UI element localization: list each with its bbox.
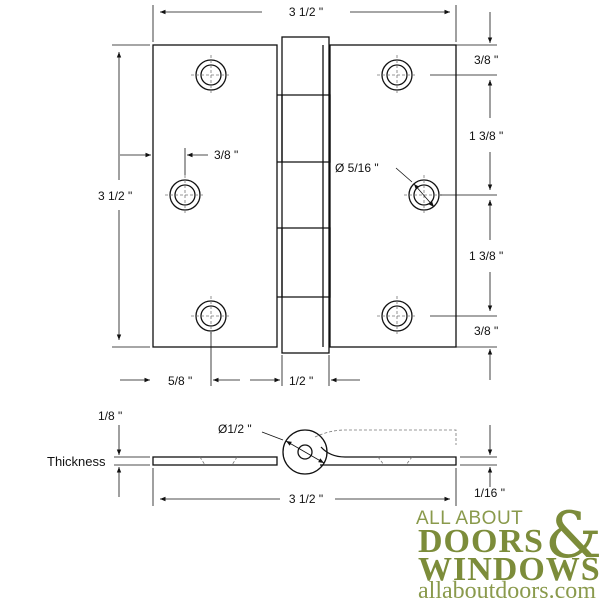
right-vertical-dimensions: 3/8 " 1 3/8 " 1 3/8 " 3/8 " <box>430 12 503 380</box>
side-left-leaf <box>152 456 278 466</box>
logo-line2: DOORS <box>418 523 544 560</box>
side-width-dimension: 3 1/2 " <box>152 468 457 506</box>
center-marks <box>165 55 444 336</box>
knuckle-diameter-dimension: Ø1/2 " <box>218 422 325 464</box>
hole-spacing-lower-label: 1 3/8 " <box>469 249 503 263</box>
brand-logo: ALL ABOUT & DOORS WINDOWS allaboutdoors.… <box>416 499 600 600</box>
hole-diameter-label: Ø 5/16 " <box>335 161 379 175</box>
logo-url: allaboutdoors.com <box>418 578 596 600</box>
top-edge-to-hole-label: 3/8 " <box>474 53 498 67</box>
knuckle-diameter-label: Ø1/2 " <box>218 422 252 436</box>
side-knuckle <box>282 429 328 475</box>
knuckle-width-label: 1/2 " <box>289 374 313 388</box>
overall-height-dimension: 3 1/2 " <box>98 44 150 348</box>
hole-diameter-dimension: Ø 5/16 " <box>335 161 435 208</box>
side-dimensions: 1/8 " Thickness Ø1/2 " 3 1/2 " 1/16 " <box>47 409 505 506</box>
overall-height-label: 3 1/2 " <box>98 189 132 203</box>
logo-line3: WINDOWS <box>418 551 600 588</box>
leaf-thickness-label: 1/8 " <box>98 409 122 423</box>
hole-spacing-upper-label: 1 3/8 " <box>469 129 503 143</box>
inner-hole-offset-label: 3/8 " <box>214 148 238 162</box>
overall-width-dimension: 3 1/2 " <box>152 5 457 42</box>
bottom-horizontal-dimensions: 5/8 " 1/2 " <box>120 332 360 388</box>
hinge-barrel <box>281 36 330 354</box>
side-width-label: 3 1/2 " <box>289 492 323 506</box>
inner-hole-offset-dimension: 3/8 " <box>120 148 238 175</box>
knuckle-segments <box>277 45 331 347</box>
edge-to-hole-column-label: 5/8 " <box>168 374 192 388</box>
side-right-leaf <box>320 446 457 466</box>
thickness-label: Thickness <box>47 454 106 469</box>
thickness-dimension: 1/8 " Thickness <box>47 409 150 497</box>
right-leaf <box>329 44 457 348</box>
bottom-edge-to-hole-label: 3/8 " <box>474 324 498 338</box>
hinge-front-view <box>152 36 457 354</box>
overall-width-label: 3 1/2 " <box>289 5 323 19</box>
front-dimensions: 3 1/2 " 3 1/2 " 3/8 " 1 3/8 " 1 3/8 " <box>98 5 503 388</box>
logo-line1: ALL ABOUT <box>416 508 523 529</box>
bottom-thickness-dimension: 1/16 " <box>460 425 505 500</box>
bottom-thickness-label: 1/16 " <box>474 486 505 500</box>
logo-ampersand: & <box>545 499 600 573</box>
left-leaf <box>152 44 278 348</box>
screw-holes <box>169 59 440 332</box>
